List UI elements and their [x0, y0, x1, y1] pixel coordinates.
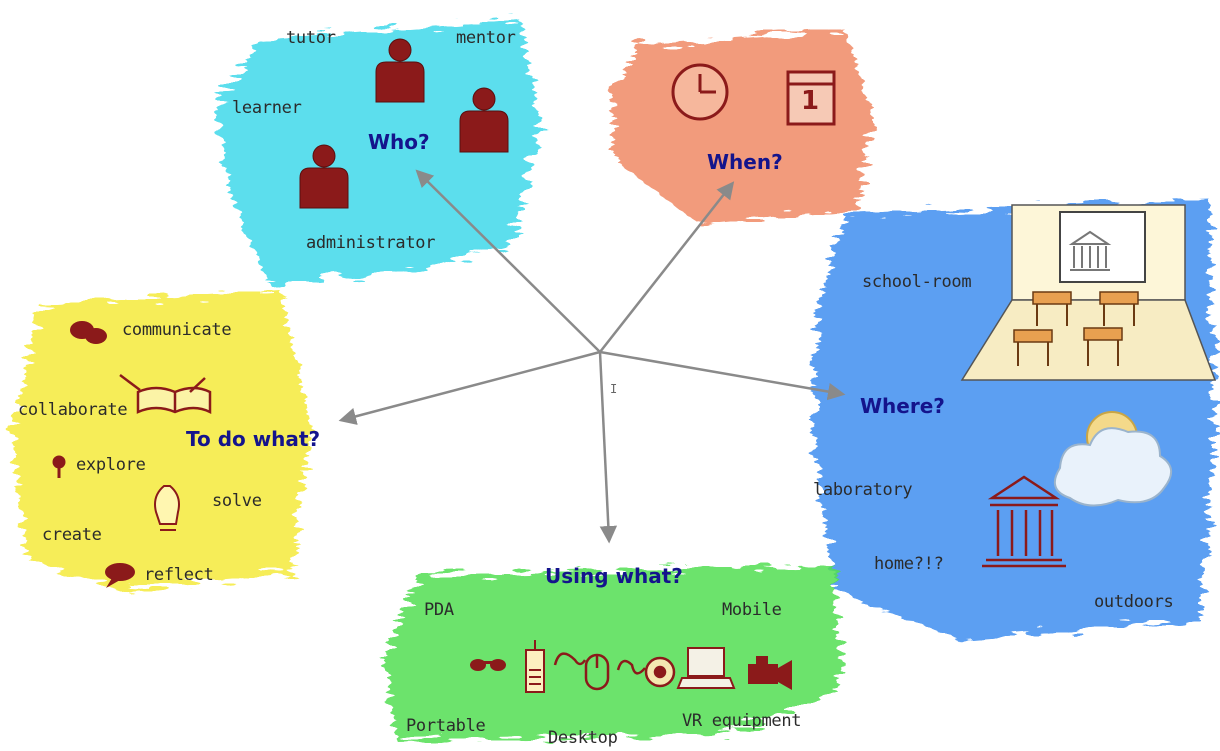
label-tutor: tutor — [286, 28, 336, 48]
chat-bubbles-icon — [70, 321, 107, 344]
label-collaborate: collaborate — [18, 400, 128, 420]
person-icon — [459, 87, 509, 153]
label-desktop: Desktop — [548, 728, 618, 748]
arrow-to-do-what — [338, 350, 601, 425]
label-reflect: reflect — [144, 565, 214, 585]
book-icon — [119, 374, 212, 415]
label-school-room: school-room — [862, 272, 972, 292]
label-mentor: mentor — [456, 28, 516, 48]
when-blob — [612, 30, 875, 225]
label-mobile: Mobile — [722, 600, 782, 620]
calendar-day: 1 — [801, 86, 819, 116]
arrow-where — [599, 350, 846, 401]
lightbulb-icon — [154, 485, 180, 531]
question-who: Who? — [368, 130, 430, 154]
label-communicate: communicate — [122, 320, 232, 340]
label-administrator: administrator — [306, 233, 436, 253]
video-camera-icon — [748, 656, 792, 690]
person-icon — [299, 144, 349, 209]
to-do-what-blob — [12, 290, 312, 590]
label-laboratory: laboratory — [813, 480, 913, 500]
school-room-icon — [960, 204, 1217, 381]
label-create: create — [42, 525, 102, 545]
using-what-blob — [385, 565, 840, 740]
label-home: home?!? — [874, 554, 944, 574]
label-portable: Portable — [406, 716, 486, 736]
question-where: Where? — [860, 394, 945, 418]
laptop-icon — [676, 647, 736, 689]
building-icon — [982, 475, 1066, 568]
sun-cloud-icon — [1053, 411, 1172, 507]
question-to-do-what: To do what? — [186, 427, 321, 451]
magnifier-icon — [52, 455, 66, 478]
arrow-when — [599, 181, 735, 353]
calendar-icon — [786, 70, 836, 126]
clock-icon — [671, 63, 729, 121]
label-solve: solve — [212, 491, 262, 511]
label-vr-equipment: VR equipment — [682, 711, 802, 731]
arrow-using-what — [598, 351, 618, 544]
arrow-who — [415, 169, 601, 353]
arrows — [338, 169, 846, 544]
webcam-icon — [616, 656, 676, 688]
label-outdoors: outdoors — [1094, 592, 1174, 612]
vr-glasses-icon — [470, 659, 506, 671]
label-learner: learner — [232, 98, 302, 118]
person-icon — [375, 38, 425, 103]
mouse-icon — [553, 652, 610, 691]
center-mark: I — [610, 382, 617, 396]
question-using-what: Using what? — [545, 564, 683, 588]
label-explore: explore — [76, 455, 146, 475]
cell-phone-icon — [525, 640, 545, 693]
question-when: When? — [707, 150, 783, 174]
label-pda: PDA — [424, 600, 454, 620]
speech-bubble-icon — [105, 563, 135, 588]
who-blob — [215, 20, 540, 285]
